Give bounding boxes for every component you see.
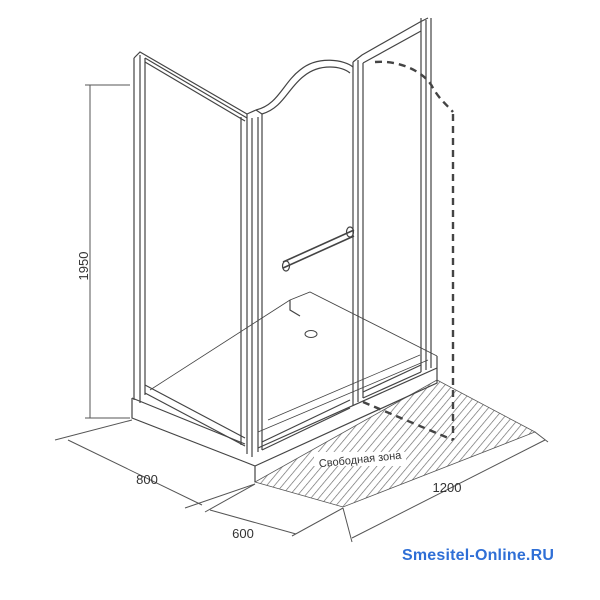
site-watermark: Smesitel-Online.RU: [402, 547, 555, 564]
clearance-dimension: [204, 483, 344, 537]
corner-profile: [240, 109, 263, 457]
width-value: 1200: [433, 480, 462, 495]
depth-dimension: [54, 419, 256, 509]
free-zone-hatch: [253, 379, 536, 508]
width-dimension: [342, 431, 549, 543]
drain-icon: [304, 330, 318, 338]
sliding-door: [281, 17, 432, 406]
clearance-value: 600: [232, 526, 254, 541]
door-swing-outline: [362, 60, 455, 442]
height-dimension: [85, 84, 130, 419]
height-value: 1950: [76, 252, 91, 281]
left-fixed-panel: [133, 51, 248, 447]
door-handle-icon: [281, 226, 355, 272]
free-zone: Свободная зона: [253, 379, 536, 508]
front-fixed-panel: [255, 59, 354, 451]
free-zone-label-bg: [314, 452, 406, 466]
depth-value: 800: [136, 472, 158, 487]
